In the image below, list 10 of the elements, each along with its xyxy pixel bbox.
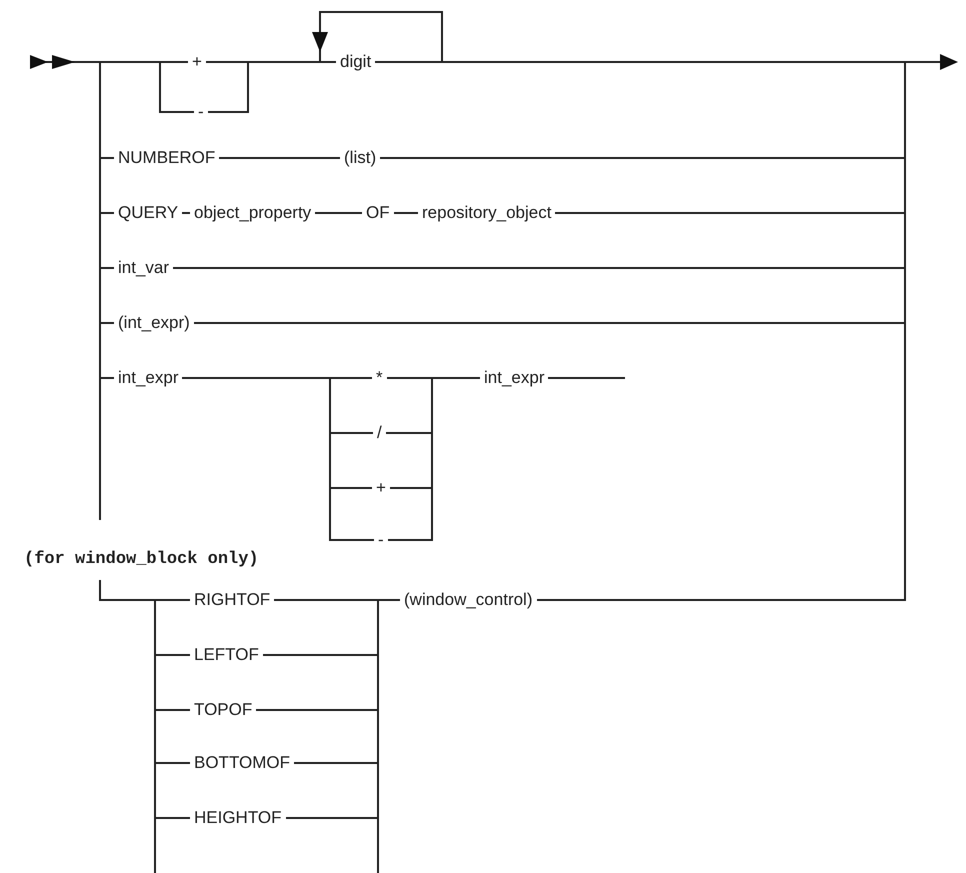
- syntax-term: digit: [336, 52, 376, 72]
- syntax-term: (list): [340, 148, 380, 168]
- syntax-term: object_property: [190, 203, 316, 223]
- syntax-term: (window_control): [400, 590, 536, 610]
- syntax-keyword: QUERY: [114, 203, 182, 223]
- syntax-term: repository_object: [418, 203, 556, 223]
- syntax-term: int_expr: [114, 368, 182, 388]
- syntax-term: (int_expr): [114, 313, 194, 333]
- syntax-term: int_expr: [480, 368, 548, 388]
- syntax-term: int_var: [114, 258, 174, 278]
